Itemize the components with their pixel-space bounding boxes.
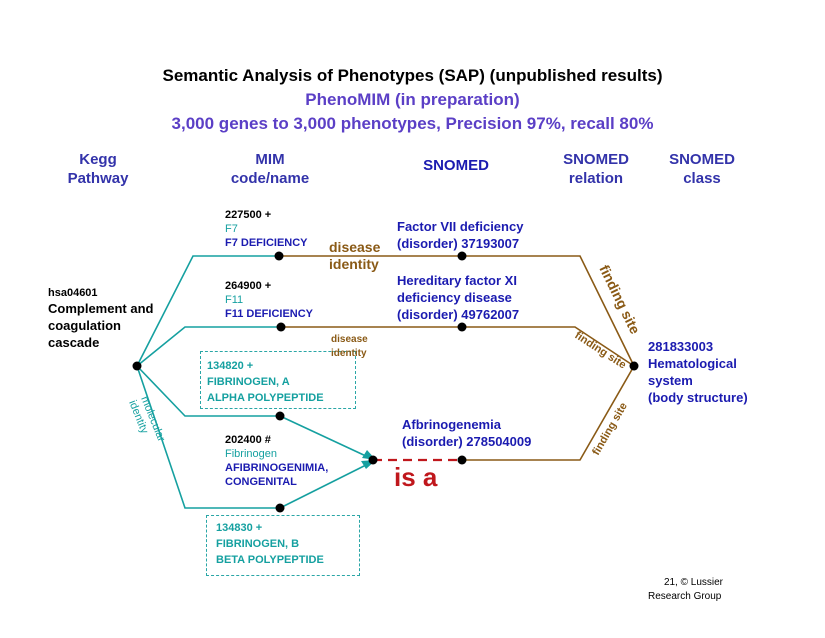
node-kegg[interactable] (132, 361, 142, 371)
edge-kegg-f7 (136, 255, 279, 367)
header-kegg: Kegg Pathway (48, 150, 148, 188)
edge-kegg-fga (136, 365, 280, 417)
mim-gene: Fibrinogen (225, 448, 277, 460)
snomed-code: (disorder) 49762007 (397, 307, 520, 322)
class-name-line1: Hematological (648, 356, 737, 371)
footer-line2: Research Group (648, 591, 722, 602)
node-snomed-afib[interactable] (457, 455, 467, 465)
footer-credit: 21, © Lussier Research Group (610, 576, 723, 604)
mim-name: F11 DEFICIENCY (225, 308, 314, 320)
edge-snomed2-class (462, 326, 635, 367)
edge-fga-isa (279, 415, 369, 458)
snomed-entry-f7[interactable]: Factor VII deficiency (disorder) 3719300… (397, 218, 523, 252)
node-mim-f7[interactable] (274, 251, 284, 261)
kegg-name-line1: Complement and (48, 301, 154, 316)
mim-entry-f11[interactable]: 264900 + F11 F11 DEFICIENCY (225, 279, 313, 321)
mim-entry-fgb[interactable]: 134830 + FIBRINOGEN, B BETA POLYPEPTIDE (216, 520, 324, 568)
label-identity: identity (329, 256, 379, 272)
snomed-code: (disorder) 278504009 (402, 434, 532, 449)
mim-code: 227500 + (225, 209, 272, 221)
mim-gene: F11 (225, 294, 244, 306)
class-name-line2: system (648, 373, 693, 388)
class-code: 281833003 (648, 339, 714, 354)
header-mim-line2: code/name (230, 170, 310, 187)
node-snomed-f11[interactable] (457, 322, 467, 332)
header-mim: MIM code/name (220, 150, 320, 188)
node-class[interactable] (629, 361, 639, 371)
node-mim-afib[interactable] (368, 455, 378, 465)
node-mim-f11[interactable] (276, 322, 286, 332)
header-mim-line1: MIM (255, 151, 285, 168)
header-relation-line2: relation (568, 170, 624, 187)
subtitle-stats: 3,000 genes to 3,000 phenotypes, Precisi… (171, 114, 654, 133)
mim-code: 202400 # (225, 434, 271, 446)
header-class-line1: SNOMED (669, 151, 735, 168)
mim-entry-fga[interactable]: 134820 + FIBRINOGEN, A ALPHA POLYPEPTIDE (207, 358, 324, 406)
snomed-name-line2: deficiency disease (397, 290, 512, 305)
label-disease: disease (329, 239, 381, 255)
mim-code: 134830 + (216, 522, 263, 534)
kegg-code: hsa04601 (48, 287, 98, 299)
class-name-line3: (body structure) (648, 390, 748, 405)
edge-snomed3-class (462, 365, 635, 461)
mim-name-line1: FIBRINOGEN, B (216, 538, 300, 550)
label-identity: identity (331, 348, 367, 359)
edge-kegg-fgb (136, 365, 280, 509)
label-disease: disease (331, 334, 368, 345)
mim-name: F7 DEFICIENCY (225, 237, 308, 249)
edge-fgb-isa (279, 463, 369, 509)
mim-gene: F7 (225, 223, 238, 235)
node-snomed-f7[interactable] (457, 251, 467, 261)
header-kegg-line2: Pathway (67, 170, 129, 187)
node-mim-fga[interactable] (275, 411, 285, 421)
snomed-code: (disorder) 37193007 (397, 236, 520, 251)
page-title: Semantic Analysis of Phenotypes (SAP) (u… (162, 66, 663, 85)
subtitle-phenomim: PhenoMIM (in preparation) (305, 90, 520, 109)
snomed-entry-f11[interactable]: Hereditary factor XI deficiency disease … (397, 272, 519, 323)
header-snomed: SNOMED (423, 157, 489, 174)
header-kegg-line1: Kegg (79, 151, 117, 168)
snomed-class-entry[interactable]: 281833003 Hematological system (body str… (648, 338, 748, 406)
mim-name-line1: FIBRINOGEN, A (207, 376, 290, 388)
mim-name-line2: BETA POLYPEPTIDE (216, 554, 324, 566)
header-class: SNOMED class (652, 150, 752, 188)
label-finding-site-1: finding site (596, 262, 643, 336)
edge-kegg-f11 (136, 326, 281, 367)
kegg-name-line2: coagulation (48, 318, 121, 333)
mim-name-line2: ALPHA POLYPEPTIDE (207, 392, 324, 404)
mim-code: 264900 + (225, 280, 272, 292)
label-is-a: is a (394, 462, 438, 492)
snomed-entry-afib[interactable]: Afbrinogenemia (disorder) 278504009 (402, 416, 531, 450)
mim-entry-f7[interactable]: 227500 + F7 F7 DEFICIENCY (225, 208, 308, 250)
mim-code: 134820 + (207, 360, 254, 372)
label-disease-identity-1: disease identity (329, 239, 380, 273)
kegg-name-line3: cascade (48, 335, 100, 350)
snomed-name: Factor VII deficiency (397, 219, 524, 234)
edge-snomed1-class (462, 255, 635, 367)
label-disease-identity-2: disease identity (331, 333, 368, 361)
mim-box-fga (200, 351, 356, 409)
snomed-name-line1: Hereditary factor XI (397, 273, 517, 288)
mim-name-line1: AFIBRINOGENIMIA, (225, 462, 329, 474)
header-relation-line1: SNOMED (563, 151, 629, 168)
kegg-name: Complement and coagulation cascade (48, 300, 153, 351)
mim-entry-afib[interactable]: 202400 # Fibrinogen AFIBRINOGENIMIA, CON… (225, 433, 328, 489)
footer-line1: 21, © Lussier (663, 577, 723, 588)
node-mim-fgb[interactable] (275, 503, 285, 513)
mim-box-fgb (206, 515, 360, 576)
header-relation: SNOMED relation (546, 150, 646, 188)
mim-name-line2: CONGENITAL (225, 476, 297, 488)
header-class-line2: class (683, 170, 721, 187)
snomed-name: Afbrinogenemia (402, 417, 501, 432)
